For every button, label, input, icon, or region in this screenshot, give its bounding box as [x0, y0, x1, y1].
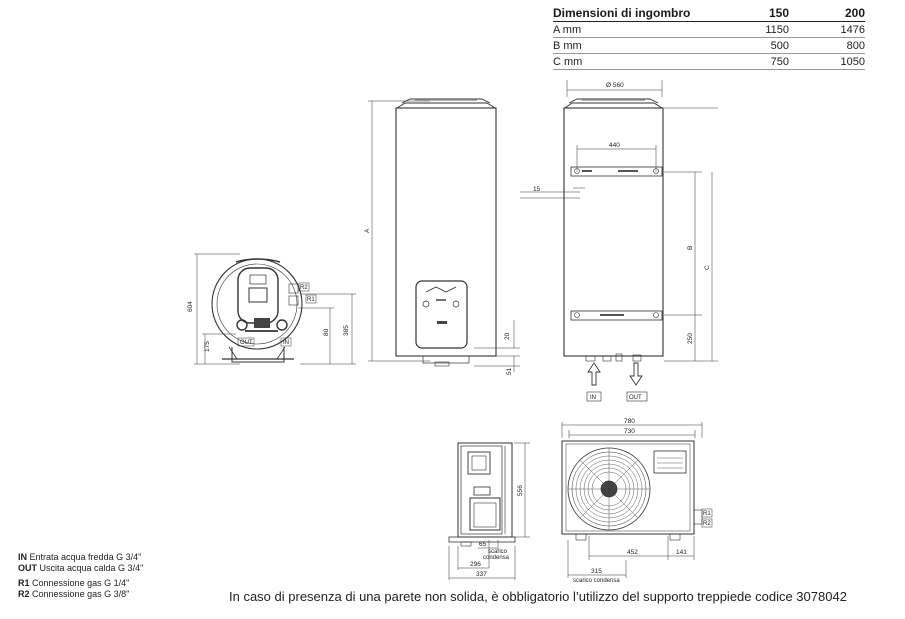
dim-15: 15: [533, 186, 541, 193]
legend-item-r1: R1 Connessione gas G 1/4": [18, 578, 143, 589]
table-header-150: 150: [729, 6, 789, 22]
table-cell: 750: [729, 53, 789, 70]
dim-385: 385: [343, 325, 350, 336]
legend-group-gas: R1 Connessione gas G 1/4" R2 Connessione…: [18, 578, 143, 600]
table-cell: A mm: [553, 21, 729, 38]
dim-315: 315: [591, 568, 602, 575]
table-row: B mm 500 800: [553, 37, 865, 54]
unit-side-scarico: scarico: [488, 549, 508, 555]
dim-780: 780: [624, 418, 635, 425]
legend-text: Connessione gas G 3/8": [32, 589, 130, 599]
legend-text: Entrata acqua fredda G 3/4": [29, 552, 142, 562]
dim-440: 440: [609, 142, 620, 149]
top-out-label: OUT: [240, 340, 253, 346]
table-cell: 1150: [729, 21, 789, 38]
dim-175: 175: [204, 341, 211, 352]
table-cell: C mm: [553, 53, 729, 70]
table-cell: B mm: [553, 37, 729, 54]
dim-337: 337: [476, 571, 487, 578]
side-in-label: IN: [590, 395, 596, 401]
legend-text: Uscita acqua calda G 3/4": [39, 563, 144, 573]
dim-80: 80: [323, 328, 330, 336]
dim-560: Ø 560: [606, 82, 624, 89]
unit-r1-label: R1: [703, 511, 711, 517]
legend-item-r2: R2 Connessione gas G 3/8": [18, 589, 143, 600]
legend-code: R2: [18, 589, 30, 599]
installation-note: In caso di presenza di una parete non so…: [229, 589, 847, 604]
side-view: Ø 560 440 15 B C 250: [520, 80, 718, 402]
unit-scarico-condensa: scarico condensa: [573, 578, 620, 584]
legend-code: R1: [18, 578, 30, 588]
side-out-label: OUT: [629, 395, 642, 401]
dim-452: 452: [627, 549, 638, 556]
table-cell: 500: [729, 37, 789, 54]
dim-556: 556: [517, 485, 524, 496]
legend-text: Connessione gas G 1/4": [32, 578, 130, 588]
table-header-title: Dimensioni di ingombro: [553, 6, 729, 22]
unit-r2-label: R2: [703, 521, 711, 527]
legend-code: IN: [18, 552, 27, 562]
legend-item-out: OUT Uscita acqua calda G 3/4": [18, 563, 143, 574]
dim-a: A: [364, 228, 371, 233]
table-header-200: 200: [789, 6, 865, 22]
dim-141: 141: [676, 549, 687, 556]
table-row: A mm 1150 1476: [553, 21, 865, 38]
dim-b: B: [687, 246, 694, 250]
table-cell: 1050: [789, 53, 865, 70]
front-view: A 20 51: [364, 98, 520, 375]
dimensions-table: Dimensioni di ingombro 150 200 A mm 1150…: [553, 6, 865, 70]
top-r2-label: R2: [300, 285, 308, 291]
dim-250: 250: [687, 333, 694, 344]
table-row: C mm 750 1050: [553, 53, 865, 70]
legend-code: OUT: [18, 563, 37, 573]
dim-65: 65: [479, 541, 487, 548]
unit-front-view: 780 730 R1 R2 452 141: [561, 418, 713, 584]
table-cell: 1476: [789, 21, 865, 38]
dim-604: 604: [187, 301, 194, 312]
unit-side-view: 556 65 scarico condensa 296 337: [448, 442, 530, 580]
top-in-label: IN: [283, 340, 289, 346]
dim-730: 730: [624, 428, 635, 435]
dim-51: 51: [506, 367, 513, 375]
dim-20: 20: [504, 332, 511, 340]
dim-c: C: [704, 265, 711, 270]
table-cell: 800: [789, 37, 865, 54]
connection-legend: IN Entrata acqua fredda G 3/4" OUT Uscit…: [18, 552, 143, 604]
top-view: 604 175 OUT IN R2 R1 80 385: [187, 253, 356, 365]
dim-296: 296: [470, 561, 481, 568]
unit-side-condensa: condensa: [483, 555, 510, 561]
top-r1-label: R1: [307, 297, 315, 303]
table-header-row: Dimensioni di ingombro 150 200: [553, 6, 865, 22]
legend-group-water: IN Entrata acqua fredda G 3/4" OUT Uscit…: [18, 552, 143, 574]
legend-item-in: IN Entrata acqua fredda G 3/4": [18, 552, 143, 563]
